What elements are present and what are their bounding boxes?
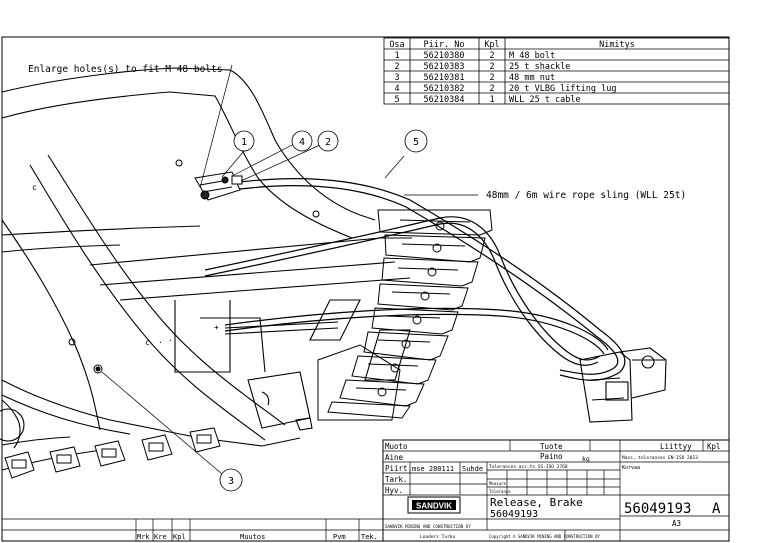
material-label: Aine <box>385 453 404 462</box>
shackle-cluster <box>194 171 243 201</box>
svg-text:25 t shackle: 25 t shackle <box>509 62 570 72</box>
balloon-leaders <box>101 64 478 475</box>
note-sling: 48mm / 6m wire rope sling (WLL 25t) <box>486 190 686 201</box>
svg-text:c: c <box>145 338 150 347</box>
svg-text:+: + <box>214 323 219 332</box>
weight-unit: kg <box>582 455 590 463</box>
svg-text:4: 4 <box>299 137 305 148</box>
svg-text:.: . <box>158 336 163 345</box>
rev-col-pvm: Pvm <box>333 533 346 541</box>
svg-text:2: 2 <box>394 62 399 72</box>
drawing-number: 56049193 <box>624 501 691 517</box>
sheet-size: A3 <box>672 519 681 528</box>
rev-col-tek: Tek. <box>361 533 378 541</box>
svg-text:WLL 25 t cable: WLL 25 t cable <box>509 95 581 105</box>
svg-text:56210382: 56210382 <box>424 84 465 94</box>
svg-text:Piir. No: Piir. No <box>424 40 465 50</box>
loader-frame-geometry <box>0 67 412 471</box>
svg-text:.: . <box>168 334 173 343</box>
note-enlarge-holes: Enlarge holes(s) to fit M 48 bolts <box>28 64 222 75</box>
svg-text:2: 2 <box>489 73 494 83</box>
balloon-1: 1 <box>233 130 255 152</box>
svg-text:SANDVIK: SANDVIK <box>416 502 452 511</box>
rev-col-muutos: Muutos <box>240 533 265 541</box>
attachment-label: Liittyy <box>660 442 692 451</box>
tolerance-row-label: Tolerance <box>489 489 511 494</box>
location: Loaders Turku <box>420 534 456 540</box>
title-block: Muoto Tuote Liittyy Kpl Aine Paino kg Ma… <box>382 439 730 542</box>
sandvik-logo: SANDVIK <box>407 496 461 514</box>
balloon-2: 2 <box>317 130 339 152</box>
copyright: Copyright © SANDVIK MINING AND CONSTRUCT… <box>489 534 600 539</box>
svg-text:Osa: Osa <box>389 40 404 50</box>
company-name: SANDVIK MINING AND CONSTRUCTION OY <box>385 524 471 529</box>
product-label: Tuote <box>540 442 563 451</box>
parts-list-row: 2 56210383 2 25 t shackle <box>394 62 570 72</box>
parts-list-row: 1 56210380 2 M 48 bolt <box>394 51 555 61</box>
bucket-teeth <box>4 427 221 479</box>
scale-label: Suhde <box>462 465 483 473</box>
svg-text:2: 2 <box>325 137 331 148</box>
wire-rope-sling <box>204 178 626 381</box>
svg-text:3: 3 <box>394 73 399 83</box>
drawing-title: Release, Brake <box>490 496 583 509</box>
tolerance-header: Tolerances acc.to SS-ISO 2768 <box>489 464 568 470</box>
svg-text:5: 5 <box>413 137 419 148</box>
parts-list-row: 4 56210382 2 20 t VLBG lifting lug <box>394 84 616 94</box>
standard-note: Mass, tolerances EN-ISO 2013 <box>622 455 698 461</box>
svg-text:56210384: 56210384 <box>424 95 465 105</box>
lifting-lug-stack <box>317 209 493 421</box>
svg-text:5: 5 <box>394 95 399 105</box>
svg-text:1: 1 <box>241 137 247 148</box>
revision-block: Mrk Kre Kpl Muutos Pvm Tek. <box>2 518 383 541</box>
drawing-title-number: 56049193 <box>490 509 538 520</box>
svg-text:56210381: 56210381 <box>424 73 465 83</box>
weight-label: Paino <box>540 452 563 461</box>
pin-marks: c.. + c <box>32 183 219 347</box>
parts-list-header: Osa Piir. No Kpl Nimitys <box>389 40 635 50</box>
drawn-value: mse 280111 <box>412 465 454 473</box>
tolerance-measure-label: Measure <box>489 481 506 486</box>
svg-text:20 t VLBG lifting lug: 20 t VLBG lifting lug <box>509 84 616 94</box>
svg-text:1: 1 <box>394 51 399 61</box>
drawing-frame <box>1 36 730 542</box>
approved-label: Hyv. <box>385 486 403 495</box>
svg-text:Kpl: Kpl <box>484 40 499 50</box>
svg-text:M 48 bolt: M 48 bolt <box>509 51 555 61</box>
svg-text:1: 1 <box>489 95 494 105</box>
svg-text:2: 2 <box>489 84 494 94</box>
svg-text:56210380: 56210380 <box>424 51 465 61</box>
parts-list-row: 5 56210384 1 WLL 25 t cable <box>394 95 580 105</box>
svg-text:56210383: 56210383 <box>424 62 465 72</box>
svg-text:c: c <box>32 183 37 192</box>
svg-text:3: 3 <box>228 476 234 487</box>
rev-col-kre: Kre <box>154 533 167 541</box>
rev-col-mrk: Mrk <box>137 533 150 541</box>
svg-text:48 mm nut: 48 mm nut <box>509 73 555 83</box>
rev-col-kpl: Kpl <box>173 533 186 541</box>
svg-text:Nimitys: Nimitys <box>599 40 635 50</box>
parts-list <box>383 37 730 105</box>
drawn-label: Piirt. <box>385 464 412 473</box>
svg-text:2: 2 <box>489 51 494 61</box>
qty-label: Kpl <box>707 442 721 451</box>
balloon-3: 3 <box>219 468 243 492</box>
balloon-4: 4 <box>291 130 313 152</box>
svg-text:4: 4 <box>394 84 399 94</box>
checked-label: Tark. <box>385 475 408 484</box>
revision-letter: A <box>712 501 721 517</box>
frame-holes <box>68 159 320 374</box>
balloon-5: 5 <box>404 129 428 153</box>
shape-label: Muoto <box>385 442 408 451</box>
svg-text:2: 2 <box>489 62 494 72</box>
replaces-label: Korvaa <box>622 465 640 471</box>
lifting-lug-assembly <box>579 347 667 423</box>
parts-list-row: 3 56210381 2 48 mm nut <box>394 73 555 83</box>
